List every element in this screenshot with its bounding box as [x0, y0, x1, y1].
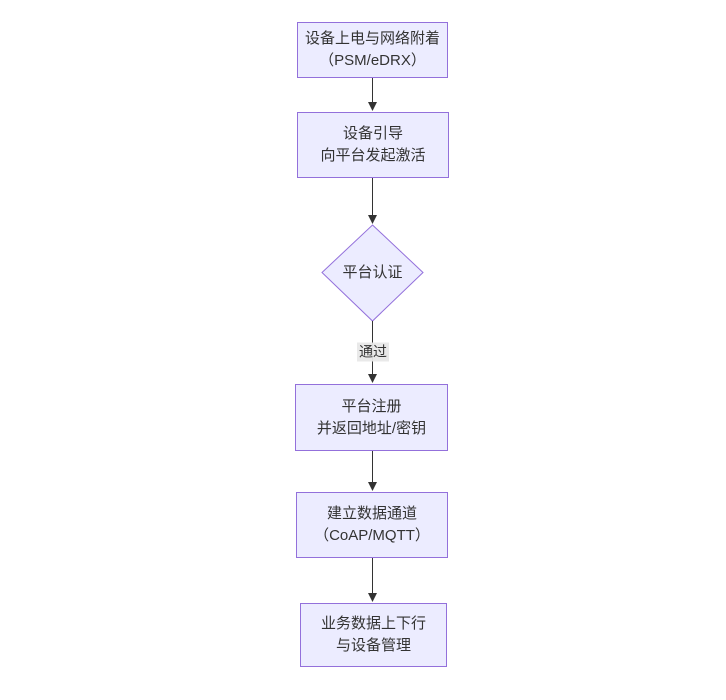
node-business-data-line2: 与设备管理	[335, 637, 411, 654]
node-data-channel: 建立数据通道 （CoAP/MQTT）	[296, 492, 448, 558]
edge-b-c-arrowhead	[368, 215, 377, 224]
node-power-network-attach-line2: （PSM/eDRX）	[319, 52, 426, 69]
edge-e-f-arrowhead	[368, 593, 377, 602]
node-device-bootstrap-line2: 向平台发起激活	[320, 147, 426, 164]
node-platform-register: 平台注册 并返回地址/密钥	[295, 384, 448, 451]
node-platform-register-line1: 平台注册	[341, 397, 402, 415]
edge-c-d-arrowhead	[368, 374, 377, 383]
node-business-data-line1: 业务数据上下行	[320, 615, 426, 632]
node-data-channel-line2: （CoAP/MQTT）	[314, 527, 430, 544]
node-platform-register-line2: 并返回地址/密钥	[316, 419, 427, 437]
edge-a-b-arrowhead	[368, 102, 377, 111]
node-business-data: 业务数据上下行 与设备管理	[300, 603, 447, 667]
edge-d-e-arrowhead	[368, 482, 377, 491]
node-power-network-attach-line1: 设备上电与网络附着	[304, 30, 440, 47]
node-device-bootstrap: 设备引导 向平台发起激活	[297, 112, 449, 178]
node-platform-auth-label: 平台认证	[342, 263, 403, 281]
edge-label-pass: 通过	[357, 342, 389, 362]
node-power-network-attach: 设备上电与网络附着 （PSM/eDRX）	[297, 22, 448, 78]
node-device-bootstrap-line1: 设备引导	[342, 125, 403, 142]
node-data-channel-line1: 建立数据通道	[326, 505, 417, 522]
